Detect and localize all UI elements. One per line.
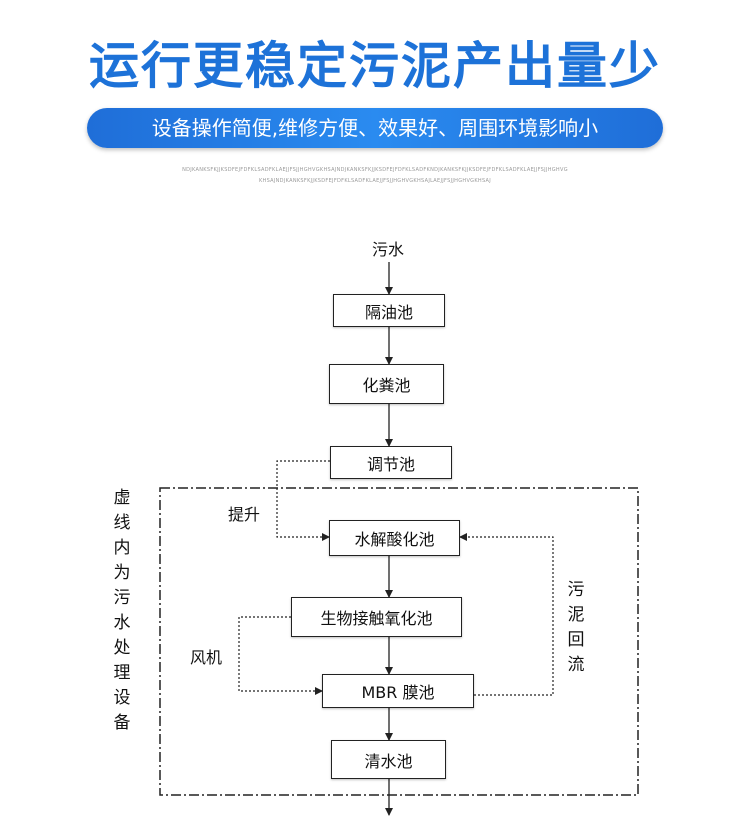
fan-label: 风机 (190, 648, 223, 667)
mbr-tank-box: MBR 膜池 (322, 674, 474, 708)
clear-water-tank-box: 清水池 (331, 740, 446, 779)
lift-label: 提升 (228, 505, 261, 524)
sludge-return-connector (459, 533, 554, 696)
adjustment-tank-box: 调节池 (330, 446, 452, 479)
bio-oxidation-tank-box: 生物接触氧化池 (291, 597, 462, 637)
sludge-return-label: 污 泥 回 流 (567, 580, 585, 675)
treatment-zone-boundary (159, 487, 639, 796)
zone-description-label: 虚 线 内 为 污 水 处 理 设 备 (113, 488, 131, 733)
decorative-text-line-1: NDJKANKSFKJJKSDFEJFDFKLSADFKLAEJJFSJJHGH… (182, 167, 568, 173)
page-title: 运行更稳定污泥产出量少 (89, 37, 661, 95)
decorative-text-line-2: KHSAJNDJKANKSFKJJKSDFEJFDFKLSADFKLAEJJFS… (258, 178, 492, 184)
oil-separator-box: 隔油池 (333, 294, 445, 327)
hydrolysis-tank-box: 水解酸化池 (329, 520, 460, 556)
fan-connector (238, 616, 323, 695)
septic-tank-box: 化粪池 (329, 364, 444, 404)
lift-connector (276, 460, 330, 541)
input-label: 污水 (372, 240, 405, 259)
subtitle-banner: 设备操作简便,维修方便、效果好、周围环境影响小 (87, 108, 663, 148)
